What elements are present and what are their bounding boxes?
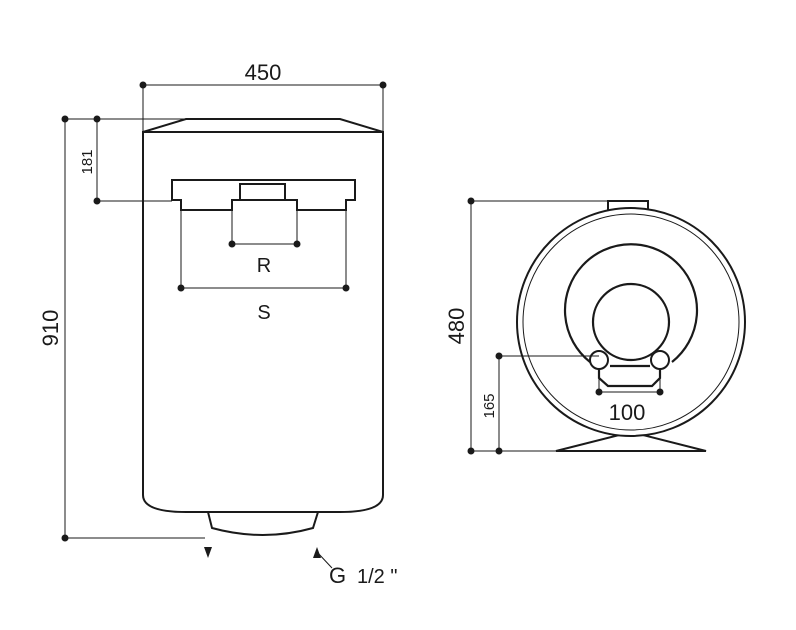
left-pipe-marker-icon bbox=[204, 547, 212, 558]
height-dimension-label: 910 bbox=[38, 310, 63, 347]
pipe-spacing-dimension-label: 100 bbox=[609, 400, 646, 425]
front-view: 450 910 181 R S G 1/2 " bbox=[38, 60, 397, 588]
diameter-dimension-label: 480 bbox=[444, 308, 469, 345]
bracket-slot bbox=[239, 183, 286, 201]
left-pipe-circle bbox=[589, 350, 609, 370]
stand-base bbox=[555, 430, 707, 452]
bottom-flange bbox=[206, 511, 320, 536]
thread-letter-label: G bbox=[329, 563, 346, 588]
inner-recess bbox=[563, 243, 699, 363]
pipe-height-dimension-label: 165 bbox=[481, 393, 498, 418]
thread-size-label: 1/2 " bbox=[357, 566, 397, 588]
s-dimension-label: S bbox=[257, 302, 270, 324]
side-view: 480 165 100 bbox=[444, 197, 746, 455]
outer-shell-circle bbox=[516, 207, 746, 437]
outer-shell-inner-circle bbox=[522, 213, 740, 431]
top-offset-dimension-label: 181 bbox=[79, 149, 96, 174]
r-dimension-label: R bbox=[257, 255, 271, 277]
right-pipe-circle bbox=[650, 350, 670, 370]
tank-body bbox=[142, 131, 384, 513]
tank-top-cap bbox=[142, 118, 384, 133]
flange-circle bbox=[591, 282, 671, 362]
width-dimension-label: 450 bbox=[245, 60, 282, 85]
